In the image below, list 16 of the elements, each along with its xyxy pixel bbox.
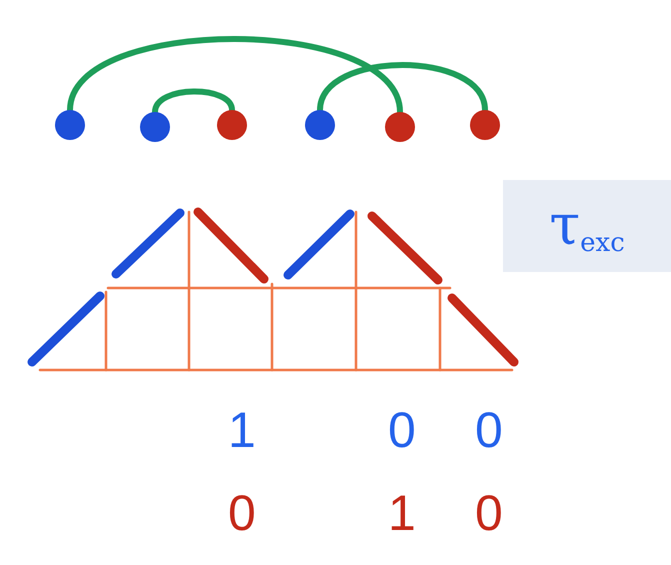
dot xyxy=(305,110,335,140)
dot xyxy=(217,110,247,140)
digit-label: 1 xyxy=(228,405,256,455)
arc-connector xyxy=(152,88,235,115)
dot xyxy=(470,110,500,140)
dot xyxy=(140,112,170,142)
arc-connector xyxy=(67,36,403,115)
digit-label: 0 xyxy=(228,488,256,538)
digit-label: 0 xyxy=(475,488,503,538)
digit-label: 0 xyxy=(388,405,416,455)
dot xyxy=(55,110,85,140)
digit-label: 0 xyxy=(475,405,503,455)
dot xyxy=(385,112,415,142)
digit-label: 1 xyxy=(388,488,416,538)
arc-connector xyxy=(317,62,488,113)
tau-exc-label: τ$_{exc}$ xyxy=(549,198,625,254)
